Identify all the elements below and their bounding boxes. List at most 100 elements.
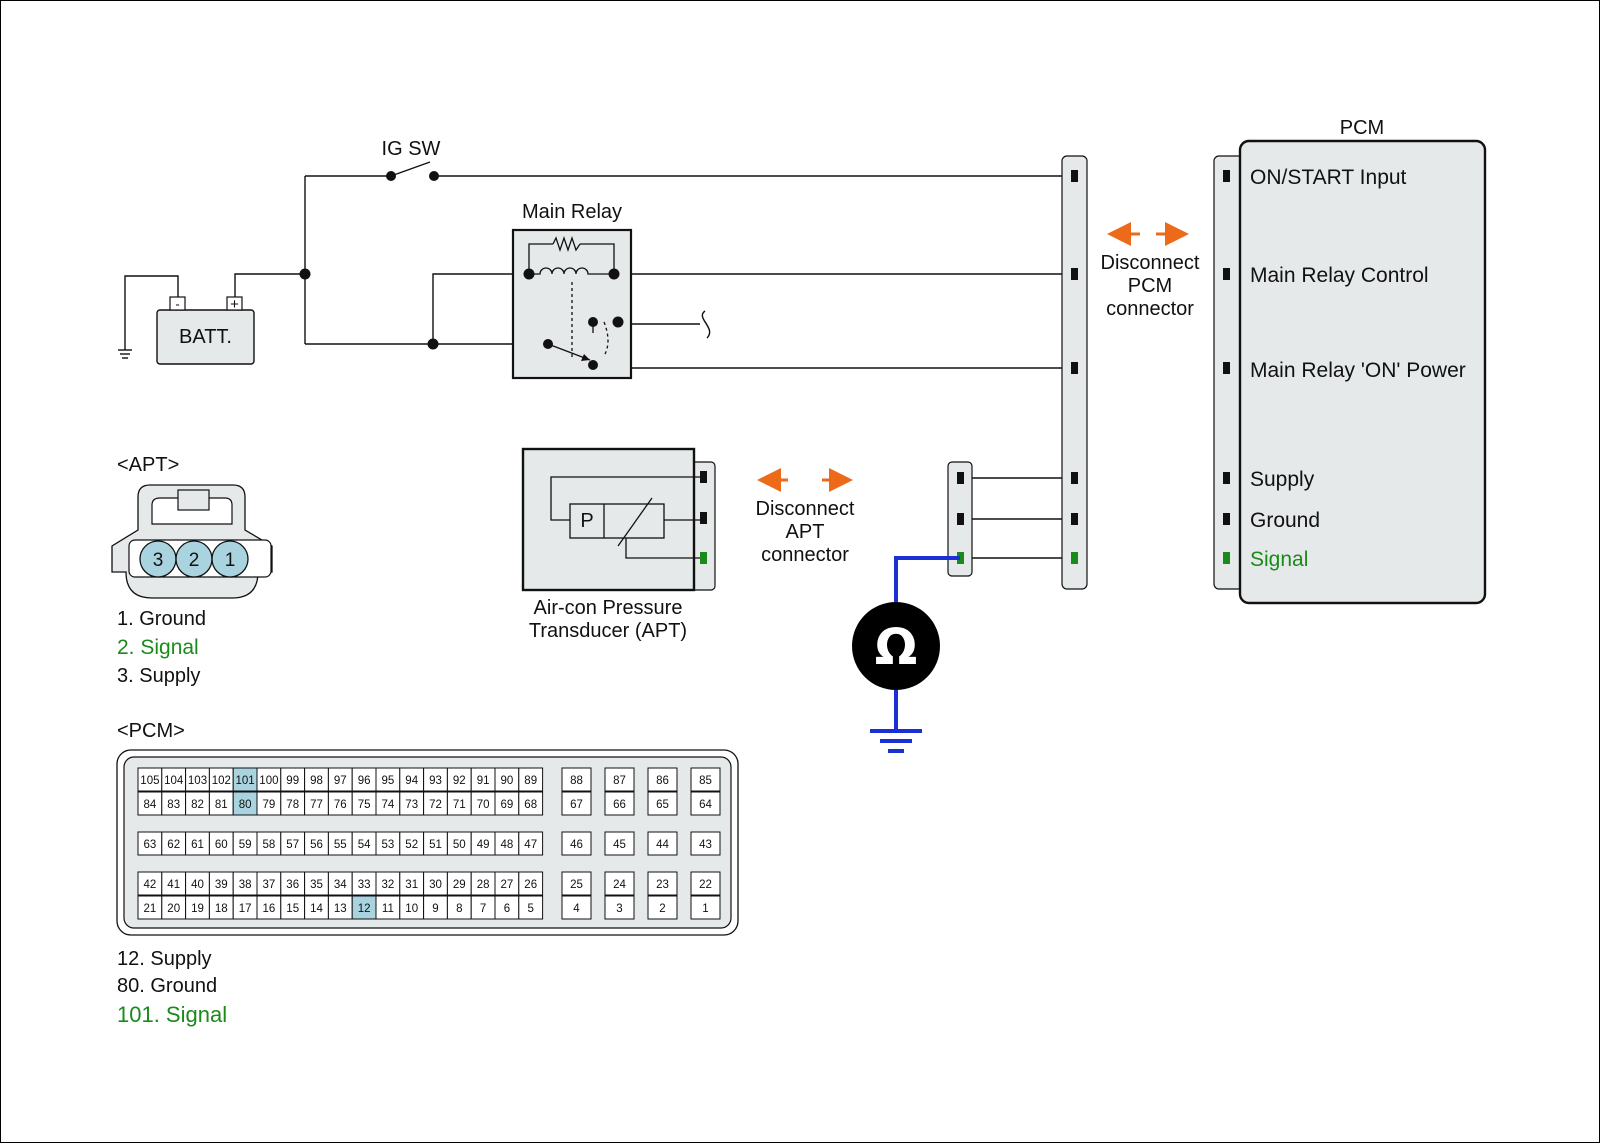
pcm-pin-label-20: 20 (167, 903, 180, 915)
pcm-pin-67 (561, 791, 592, 816)
pcm-pin-label-77: 77 (310, 799, 323, 811)
apt-pin-1 (211, 540, 249, 578)
pcm-pin-label-26: 26 (524, 879, 537, 891)
pcm-pin-label-96: 96 (358, 775, 371, 787)
pcm-pin-66 (604, 791, 635, 816)
pcm-pin-signal: Signal (1250, 548, 1308, 571)
pcm-pin-label-16: 16 (263, 903, 276, 915)
pcm-pin-label-8: 8 (456, 903, 462, 915)
pcm-pin-label-63: 63 (144, 839, 157, 851)
pcm-pin-label-18: 18 (215, 903, 228, 915)
main-relay: Main Relay (511, 201, 633, 380)
pcm-pin-label-68: 68 (524, 799, 537, 811)
pcm-pin-label-30: 30 (429, 879, 442, 891)
pcm-pin-label-92: 92 (453, 775, 466, 787)
pcm-pin-label-51: 51 (429, 839, 442, 851)
pcm-pin-label-85: 85 (699, 775, 712, 787)
pcm-pin-label-2: 2 (659, 903, 665, 915)
pcm-pin-label-15: 15 (286, 903, 299, 915)
pcm-pin-legend: 12. Supply 80. Ground 101. Signal (117, 948, 227, 1027)
apt-name-line2: Transducer (APT) (529, 620, 687, 642)
apt-legend-2: 2. Signal (117, 636, 199, 659)
pcm-pin-label-1: 1 (702, 903, 708, 915)
pcm-pin-45 (604, 831, 635, 856)
pcm-pin-label-39: 39 (215, 879, 228, 891)
pcm-pin-label-71: 71 (453, 799, 466, 811)
ohm-meter-icon (852, 602, 940, 690)
pcm-pin-label-10: 10 (405, 903, 418, 915)
pcm-pin-label-58: 58 (263, 839, 276, 851)
pcm-pin-label-93: 93 (429, 775, 442, 787)
pcm-pin-label-41: 41 (167, 879, 180, 891)
pcm-pin-3 (604, 895, 635, 920)
svg-text:connector: connector (761, 544, 849, 566)
battery-minus-label: - (175, 297, 179, 312)
pcm-pin-label-11: 11 (382, 903, 394, 915)
pcm-pin-label-97: 97 (334, 775, 347, 787)
pcm-pin-label-67: 67 (570, 799, 583, 811)
svg-text:Disconnect: Disconnect (1101, 252, 1200, 274)
pcm-pin-89 (518, 767, 544, 792)
pcm-pin-label-56: 56 (310, 839, 323, 851)
pcm-pin-label-29: 29 (453, 879, 466, 891)
pcm-pin-22 (690, 871, 721, 896)
pcm-pin-label-79: 79 (263, 799, 276, 811)
pcm-pin-label-36: 36 (286, 879, 299, 891)
pcm-pin-label-70: 70 (477, 799, 490, 811)
ig-switch-label: IG SW (382, 138, 441, 160)
pcm-pin-23 (647, 871, 678, 896)
pcm-harness-connector (1061, 155, 1088, 590)
pcm-pin-label-40: 40 (191, 879, 204, 891)
pcm-pin-label-14: 14 (310, 903, 323, 915)
svg-text:Disconnect: Disconnect (756, 498, 855, 520)
disconnect-apt-label: Disconnect APT connector (756, 498, 855, 566)
pcm-legend-101: 101. Signal (117, 1002, 227, 1027)
pcm-pin-label-95: 95 (382, 775, 395, 787)
relay-coil-feed-wire (432, 273, 529, 344)
pcm-pin-label-38: 38 (239, 879, 252, 891)
pcm-pin-5 (518, 895, 544, 920)
ground-icon (870, 729, 922, 753)
apt-pin-legend: 1. Ground 2. Signal 3. Supply (117, 608, 206, 687)
pcm-pin-label-104: 104 (164, 775, 184, 787)
pcm-pin-label-75: 75 (358, 799, 371, 811)
pcm-pin-label-23: 23 (656, 879, 669, 891)
pcm-pin-label-43: 43 (699, 839, 712, 851)
pcm-pin-main-relay-control: Main Relay Control (1250, 264, 1429, 287)
pcm-pin-label-24: 24 (613, 879, 626, 891)
svg-text:APT: APT (786, 521, 825, 543)
svg-text:connector: connector (1106, 298, 1194, 320)
pcm-pin-label-47: 47 (524, 839, 537, 851)
pcm-pin-label-7: 7 (480, 903, 486, 915)
pcm-pin-label-60: 60 (215, 839, 228, 851)
ig-switch-blade (390, 161, 431, 177)
apt-connector-title: <APT> (117, 454, 179, 476)
pcm-pin-label-65: 65 (656, 799, 669, 811)
pcm-pin-label-49: 49 (477, 839, 490, 851)
pcm-pin-label-3: 3 (616, 903, 622, 915)
pcm-pin-label-73: 73 (405, 799, 418, 811)
pcm-pin-64 (690, 791, 721, 816)
pcm-pin-label-102: 102 (212, 775, 231, 787)
apt-legend-3: 3. Supply (117, 665, 200, 687)
pcm-pin-label-78: 78 (286, 799, 299, 811)
pcm-pin-label-100: 100 (259, 775, 278, 787)
pcm-pin-2 (647, 895, 678, 920)
pcm-connector-title: <PCM> (117, 720, 185, 742)
pcm-pin-86 (647, 767, 678, 792)
pcm-pin-label-105: 105 (140, 775, 159, 787)
pcm-pin-24 (604, 871, 635, 896)
pcm-pin-label-55: 55 (334, 839, 347, 851)
battery-positive-terminal (226, 296, 243, 311)
pcm-pin-label-98: 98 (310, 775, 323, 787)
resistor-icon (552, 235, 581, 253)
pcm-pin-label-31: 31 (405, 879, 418, 891)
pressure-element-label: P (580, 510, 593, 532)
pcm-pin-label-35: 35 (310, 879, 323, 891)
pcm-pin-label-87: 87 (613, 775, 626, 787)
pcm-title: PCM (1340, 117, 1384, 139)
pcm-pin-46 (561, 831, 592, 856)
pcm-pin-label-88: 88 (570, 775, 583, 787)
pcm-pin-label-25: 25 (570, 879, 583, 891)
pcm-pin-label-48: 48 (501, 839, 514, 851)
